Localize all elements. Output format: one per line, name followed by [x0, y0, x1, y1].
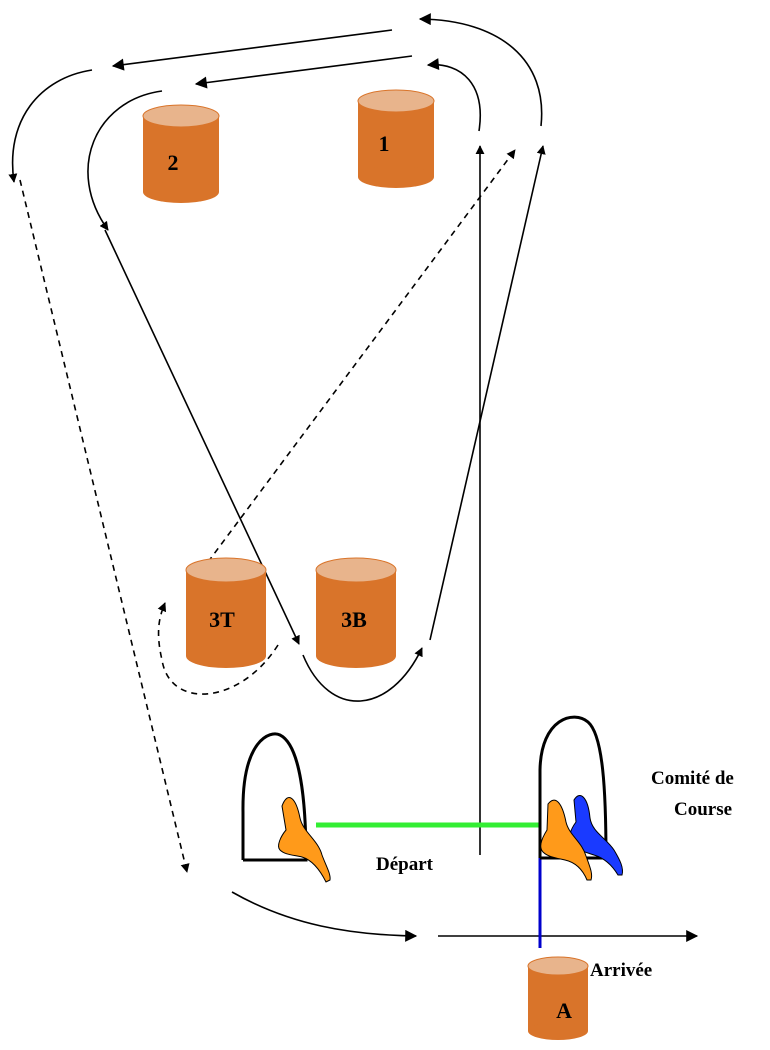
buoy-a: A — [527, 956, 589, 1040]
upwind-diagonal-dashed — [207, 149, 516, 563]
course-paths — [8, 13, 699, 942]
upwind-diagonal-right — [429, 145, 546, 641]
inner-right-rounding — [426, 58, 481, 132]
outer-top-leg — [111, 29, 393, 71]
gate-3t-rounding — [157, 602, 279, 695]
buoy-a-label: A — [556, 998, 572, 1023]
depart-label: Départ — [376, 854, 434, 875]
buoy-3b-label: 3B — [341, 607, 367, 632]
buoy-3b: 3B — [315, 557, 397, 668]
outer-right-rounding — [418, 13, 543, 127]
inner-top-leg — [194, 55, 413, 89]
buoy-3t-label: 3T — [209, 607, 235, 632]
outer-left-rounding — [8, 69, 93, 183]
buoy-1: 1 — [357, 89, 435, 188]
outer-dashed-downwind — [19, 179, 190, 873]
arrivee-label: Arrivée — [590, 960, 652, 981]
orange-sailor-icon — [540, 799, 593, 881]
comite-label-line2: Course — [674, 799, 732, 820]
finish-approach-curve — [231, 891, 418, 942]
buoy-1-label: 1 — [379, 131, 390, 156]
gate-3b-rounding — [302, 647, 423, 702]
buoy-2: 2 — [142, 104, 220, 203]
inner-left-rounding — [87, 90, 163, 231]
start-pin-boat — [241, 732, 331, 883]
committee-boat — [538, 715, 623, 881]
comite-label-line1: Comité de — [651, 768, 734, 789]
downwind-diagonal — [104, 229, 300, 645]
buoy-2-label: 2 — [168, 150, 179, 175]
buoy-3t: 3T — [185, 557, 267, 668]
orange-sailor-icon — [278, 796, 331, 883]
